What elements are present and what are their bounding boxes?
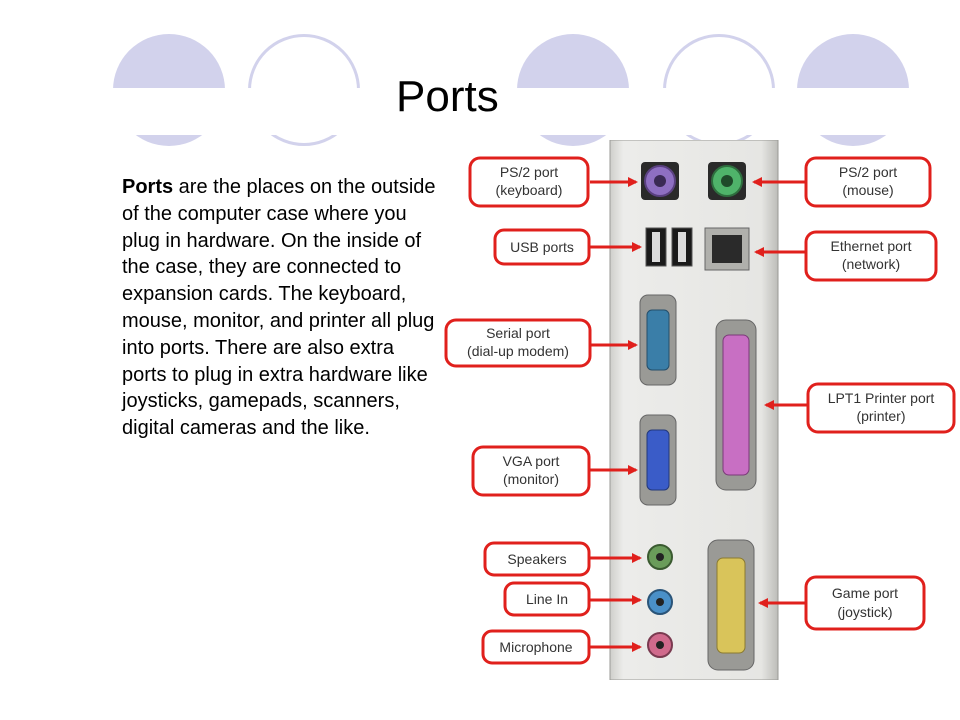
ports-diagram-svg: PS/2 port (keyboard) USB ports Serial po… — [444, 140, 956, 680]
callout-usb: USB ports — [493, 228, 642, 266]
svg-text:(printer): (printer) — [856, 408, 905, 424]
svg-text:(dial-up modem): (dial-up modem) — [467, 343, 569, 359]
callout-speakers: Speakers — [483, 541, 642, 577]
body-paragraph: are the places on the outside of the com… — [122, 176, 436, 440]
ps2-mouse-port — [708, 162, 746, 200]
svg-text:Microphone: Microphone — [499, 639, 572, 655]
callout-vga: VGA port (monitor) — [471, 445, 638, 497]
svg-text:(monitor): (monitor) — [503, 471, 559, 487]
svg-text:(keyboard): (keyboard) — [496, 182, 563, 198]
callout-serial: Serial port (dial-up modem) — [444, 318, 638, 368]
callout-game: Game port (joystick) — [758, 575, 926, 631]
body-bold-term: Ports — [122, 176, 174, 198]
microphone-jack — [647, 632, 673, 658]
svg-text:(mouse): (mouse) — [842, 182, 893, 198]
usb-ports — [645, 227, 693, 267]
ports-diagram: PS/2 port (keyboard) USB ports Serial po… — [440, 140, 960, 680]
svg-text:PS/2 port: PS/2 port — [839, 164, 897, 180]
callout-lpt1: LPT1 Printer port (printer) — [764, 382, 956, 434]
svg-text:LPT1 Printer port: LPT1 Printer port — [828, 390, 935, 406]
svg-text:Line In: Line In — [526, 591, 568, 607]
slide-title: Ports — [396, 72, 499, 121]
vga-port — [639, 414, 677, 506]
svg-text:USB ports: USB ports — [510, 239, 574, 255]
callout-ps2-keyboard: PS/2 port (keyboard) — [468, 156, 638, 208]
speakers-jack — [647, 544, 673, 570]
line-in-jack — [647, 589, 673, 615]
ps2-keyboard-port — [641, 162, 679, 200]
game-port — [707, 539, 755, 671]
svg-text:VGA port: VGA port — [503, 453, 560, 469]
body-text: Ports are the places on the outside of t… — [122, 174, 437, 442]
lpt1-printer-port — [715, 319, 757, 491]
callout-ps2-mouse: PS/2 port (mouse) — [752, 156, 932, 208]
serial-port — [639, 294, 677, 386]
callout-line-in: Line In — [503, 581, 642, 617]
callout-microphone: Microphone — [481, 629, 642, 665]
svg-text:Ethernet port: Ethernet port — [831, 238, 912, 254]
svg-text:PS/2 port: PS/2 port — [500, 164, 558, 180]
svg-text:Speakers: Speakers — [507, 551, 566, 567]
svg-text:Serial port: Serial port — [486, 325, 550, 341]
svg-text:(joystick): (joystick) — [837, 604, 892, 620]
svg-text:(network): (network) — [842, 256, 900, 272]
svg-text:Game port: Game port — [832, 585, 898, 601]
ethernet-port — [704, 227, 750, 271]
callout-ethernet: Ethernet port (network) — [754, 230, 938, 282]
title-band — [0, 88, 960, 135]
